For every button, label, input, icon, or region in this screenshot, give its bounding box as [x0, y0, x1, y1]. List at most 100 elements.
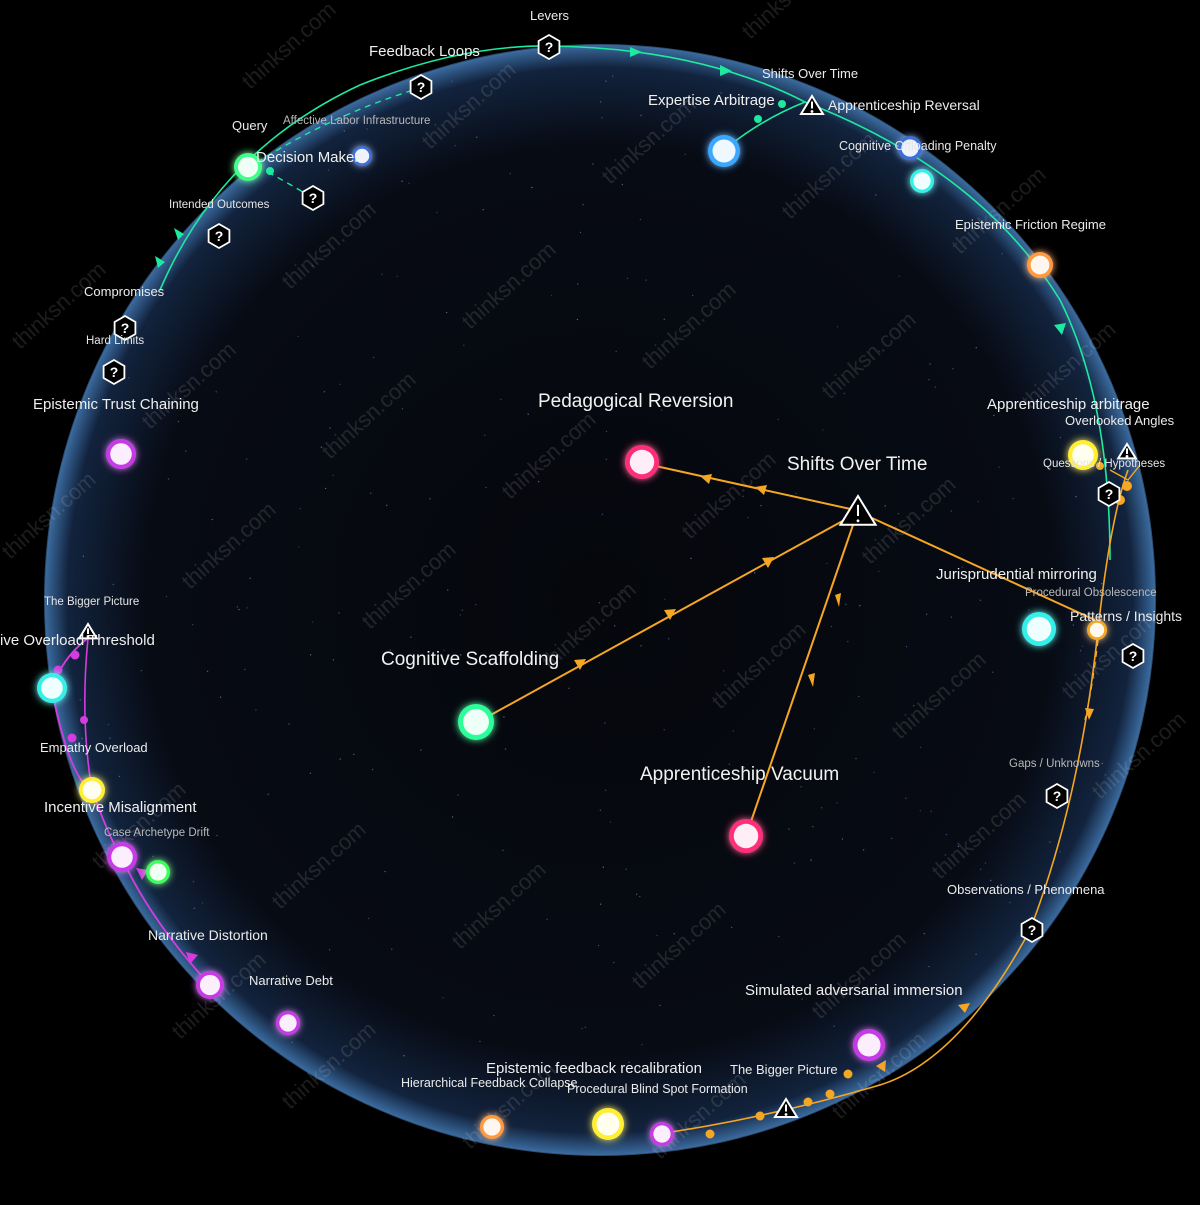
node-epistemic-friction[interactable]	[1027, 252, 1053, 278]
star	[628, 1061, 630, 1064]
node-hierarchical-feedback[interactable]	[480, 1115, 504, 1139]
node-expertise-arbitrage[interactable]	[708, 135, 740, 167]
question-hex-icon[interactable]: ?	[537, 33, 561, 61]
node-cognitive-scaffolding[interactable]	[458, 704, 494, 740]
label-layer: Pedagogical Reversion Shifts Over Time C…	[0, 8, 1182, 1096]
edge-dot	[1122, 481, 1132, 491]
star	[858, 977, 860, 979]
star	[152, 855, 154, 858]
star	[244, 668, 246, 671]
node-apprenticeship-vacuum[interactable]	[729, 819, 763, 853]
label-apprenticeship-vacuum: Apprenticeship Vacuum	[640, 764, 839, 785]
warning-triangle-icon[interactable]	[799, 94, 825, 115]
star	[353, 753, 355, 756]
star	[457, 794, 459, 796]
node-cognitive-offloading-shadow[interactable]	[898, 136, 922, 160]
node-procedural-blind-spot[interactable]	[650, 1122, 674, 1146]
star	[372, 356, 375, 359]
star	[451, 80, 453, 83]
question-hex-icon[interactable]: ?	[1020, 916, 1044, 944]
question-hex-icon[interactable]: ?	[113, 314, 137, 342]
label-query: Query	[232, 118, 268, 133]
star	[291, 1041, 293, 1043]
node-epistemic-feedback[interactable]	[592, 1108, 624, 1140]
node-apprenticeship-arbitrage[interactable]	[1068, 440, 1098, 470]
sphere-background	[45, 45, 1155, 1155]
star	[185, 450, 187, 452]
svg-text:?: ?	[121, 320, 130, 336]
star	[502, 849, 504, 852]
warning-triangle-icon[interactable]	[1116, 442, 1138, 460]
node-pedagogical-reversion[interactable]	[625, 445, 659, 479]
question-hex-icon[interactable]: ?	[102, 358, 126, 386]
edge-arrow	[630, 47, 642, 57]
star	[1075, 495, 1077, 498]
star	[875, 194, 877, 196]
star	[343, 130, 345, 132]
star	[442, 997, 444, 999]
star	[950, 510, 953, 512]
question-hex-icon[interactable]: ?	[207, 222, 231, 250]
node-case-archetype-drift[interactable]	[146, 860, 170, 884]
question-hex-icon[interactable]: ?	[1097, 480, 1121, 508]
star	[873, 771, 875, 774]
label-jurisprudential-mirroring: Jurisprudential mirroring	[936, 566, 1097, 583]
star	[546, 918, 548, 921]
edge-arrow	[664, 609, 676, 620]
star	[420, 749, 422, 751]
star	[320, 446, 323, 448]
star	[668, 638, 670, 640]
star	[1079, 649, 1082, 652]
edge-orange	[1109, 464, 1141, 481]
star	[516, 473, 518, 475]
warning-triangle-icon[interactable]	[773, 1097, 799, 1118]
star	[297, 335, 299, 338]
star	[638, 1067, 640, 1069]
star	[249, 577, 251, 580]
star	[479, 1040, 481, 1043]
node-empathy-overload[interactable]	[79, 777, 105, 803]
star	[167, 478, 170, 480]
node-incentive-misalignment[interactable]	[107, 842, 137, 872]
edge-arrow	[700, 474, 712, 484]
edge-arrow	[1054, 323, 1066, 335]
star	[822, 429, 824, 431]
star	[246, 607, 248, 609]
star	[640, 114, 642, 117]
star	[855, 757, 857, 760]
node-jurisprudential-mirroring[interactable]	[1022, 612, 1056, 646]
star	[592, 163, 594, 165]
star	[391, 948, 393, 950]
question-hex-icon[interactable]: ?	[409, 73, 433, 101]
label-hub-shifts-over-time: Shifts Over Time	[787, 454, 927, 475]
star	[820, 807, 823, 809]
star	[216, 834, 218, 837]
question-hex-icon[interactable]: ?	[1045, 782, 1069, 810]
star	[925, 613, 928, 616]
warning-triangle-icon[interactable]	[77, 622, 99, 640]
star	[193, 907, 195, 910]
svg-text:?: ?	[545, 39, 554, 55]
question-hex-icon[interactable]: ?	[1121, 642, 1145, 670]
star	[975, 953, 977, 956]
node-simulated-adversarial[interactable]	[853, 1029, 885, 1061]
node-patterns-insights[interactable]	[1087, 620, 1107, 640]
star	[1012, 497, 1014, 500]
node-decision-makers-shadow[interactable]	[352, 146, 372, 166]
node-overload-threshold[interactable]	[37, 673, 67, 703]
node-epistemic-trust-chaining[interactable]	[106, 439, 136, 469]
node-decision-makers[interactable]	[234, 153, 262, 181]
warning-triangle-icon[interactable]	[838, 494, 878, 526]
star	[192, 880, 195, 883]
star	[635, 893, 638, 895]
node-cognitive-offloading[interactable]	[910, 169, 934, 193]
star	[640, 645, 642, 647]
star	[891, 837, 893, 840]
star	[597, 944, 600, 947]
node-narrative-debt[interactable]	[276, 1011, 300, 1035]
node-narrative-distortion[interactable]	[196, 971, 224, 999]
question-hex-icon[interactable]: ?	[301, 184, 325, 212]
star	[311, 264, 314, 267]
